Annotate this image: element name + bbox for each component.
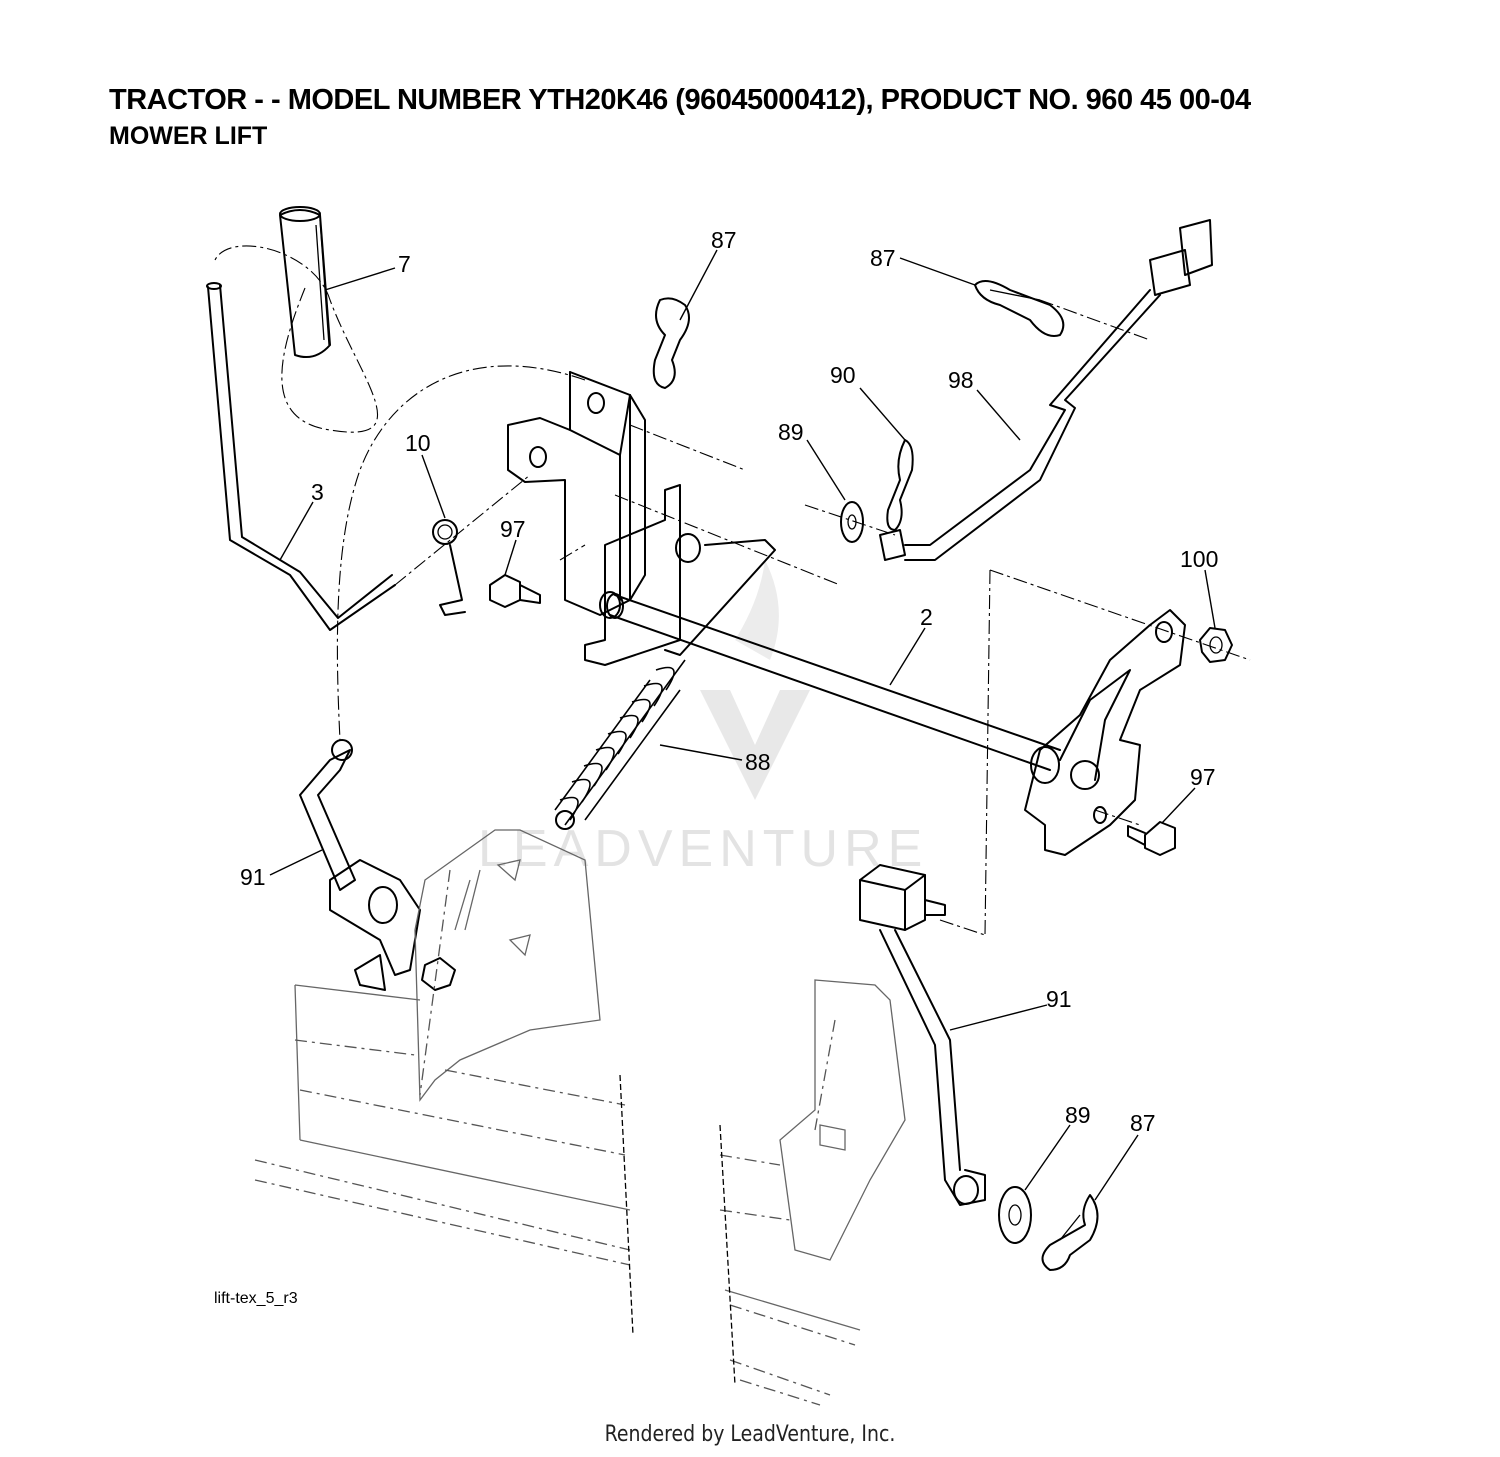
hairpin-clip-right-part (974, 280, 1065, 337)
callout-10: 10 (405, 430, 431, 456)
adjustment-rod-part (879, 219, 1213, 561)
callout-7: 7 (398, 251, 411, 277)
leadventure-watermark: LEADVENTURE (478, 560, 928, 878)
lift-bracket-part (507, 371, 701, 666)
left-mounting-plate-ghost (414, 829, 601, 1102)
bolt-right-part (1127, 821, 1176, 856)
callout-labels: 7 3 10 97 87 87 90 89 98 100 2 88 97 91 … (240, 227, 1218, 1136)
hairpin-clip-top-part (652, 297, 690, 389)
callout-98: 98 (948, 367, 974, 393)
clip-part (886, 439, 914, 531)
spring-coils (554, 666, 681, 821)
callout-87-bottom: 87 (1130, 1110, 1156, 1136)
washer-bottom-part (998, 1186, 1032, 1244)
hex-nut-part (1199, 627, 1233, 663)
bolt-left-part (489, 574, 541, 608)
torsion-spring-part (432, 519, 466, 616)
cross-shaft-part (606, 539, 1061, 771)
washer-top-part (840, 501, 864, 543)
link-rod-right-part (859, 864, 986, 1206)
hairpin-clip-bottom-part (1041, 1194, 1099, 1271)
callout-leaders (269, 249, 1216, 1201)
extension-spring-part (554, 659, 686, 830)
watermark-text: LEADVENTURE (478, 820, 928, 878)
callout-87-top: 87 (711, 227, 737, 253)
link-rod-left-part (299, 739, 456, 991)
right-deck-ghost (719, 1124, 861, 1406)
callout-97-left: 97 (500, 516, 526, 542)
callout-2: 2 (920, 604, 933, 630)
callout-88: 88 (745, 749, 771, 775)
callout-89-bottom: 89 (1065, 1102, 1091, 1128)
callout-89-top: 89 (778, 419, 804, 445)
drawing-reference-code: lift-tex_5_r3 (214, 1290, 298, 1307)
lift-lever-rod-part (206, 282, 396, 631)
callout-100: 100 (1180, 546, 1218, 572)
right-mounting-plate-ghost (779, 979, 906, 1261)
callout-91-right: 91 (1046, 986, 1072, 1012)
callout-87-right: 87 (870, 245, 896, 271)
right-lift-arm-part (1024, 609, 1186, 856)
footer-credit: Rendered by LeadVenture, Inc. (604, 1422, 896, 1447)
handle-grip-part (279, 206, 331, 358)
left-deck-ghost (254, 984, 634, 1336)
callout-91-left: 91 (240, 864, 266, 890)
callout-90: 90 (830, 362, 856, 388)
callout-97-right: 97 (1190, 764, 1216, 790)
page-title: TRACTOR - - MODEL NUMBER YTH20K46 (96045… (109, 84, 1251, 116)
callout-3: 3 (311, 479, 324, 505)
page-subtitle: MOWER LIFT (109, 122, 268, 150)
